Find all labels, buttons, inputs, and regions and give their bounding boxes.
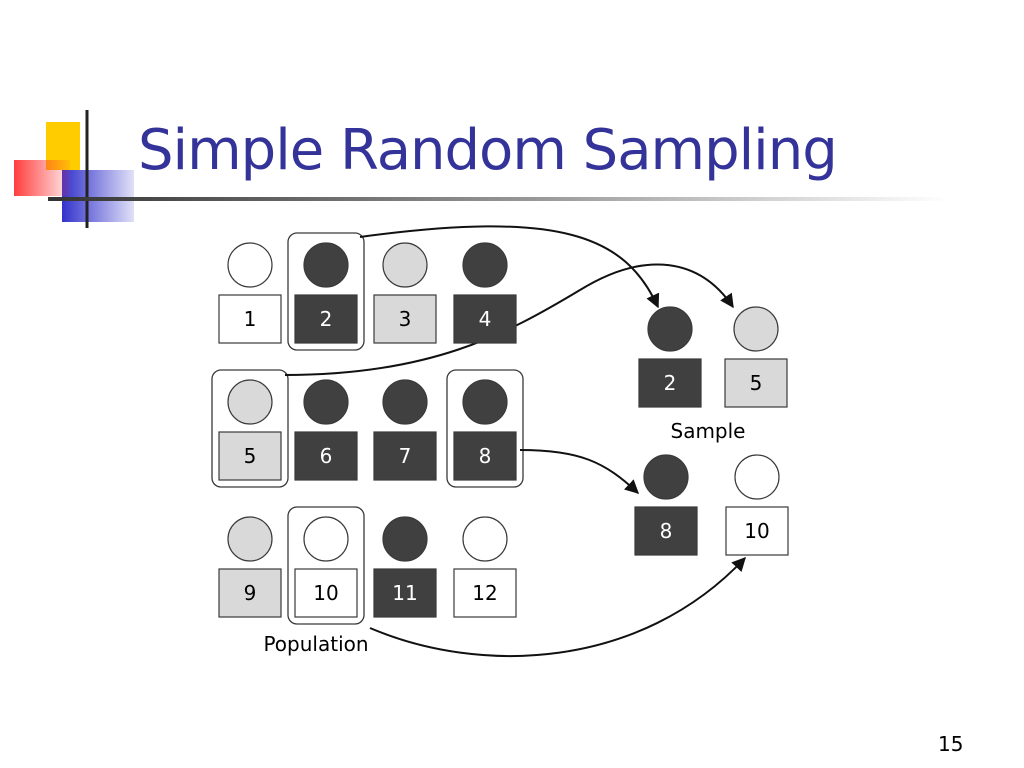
arrow-5-to-sample bbox=[284, 263, 734, 376]
person-number: 1 bbox=[244, 307, 257, 331]
selection-frames bbox=[211, 232, 524, 625]
sample-item-5: 5 bbox=[724, 306, 788, 408]
person-head bbox=[647, 306, 693, 352]
sample-group: 2 5 8 10 bbox=[634, 306, 789, 556]
person-box bbox=[294, 431, 358, 481]
population-item-2: 2 bbox=[294, 242, 358, 344]
person-number: 12 bbox=[472, 581, 497, 605]
person-head bbox=[303, 242, 349, 288]
title-decoration bbox=[14, 110, 948, 228]
arrow-2-to-sample bbox=[359, 225, 660, 309]
person-head bbox=[462, 242, 508, 288]
person-box bbox=[373, 568, 437, 618]
person-box bbox=[638, 358, 702, 408]
person-number: 9 bbox=[244, 581, 257, 605]
person-box bbox=[294, 294, 358, 344]
person-number: 2 bbox=[320, 307, 333, 331]
population-item-1: 1 bbox=[218, 242, 282, 344]
title-underline bbox=[48, 197, 948, 201]
person-number: 10 bbox=[744, 519, 769, 543]
person-head bbox=[227, 516, 273, 562]
population-item-3: 3 bbox=[373, 242, 437, 344]
population-item-10: 10 bbox=[294, 516, 358, 618]
selected-frame bbox=[211, 369, 289, 488]
sample-item-10: 10 bbox=[725, 454, 789, 556]
slide-title: Simple Random Sampling bbox=[138, 118, 838, 183]
person-number: 2 bbox=[664, 371, 677, 395]
population-item-9: 9 bbox=[218, 516, 282, 618]
selected-frame bbox=[446, 369, 524, 488]
arrow-8-to-sample bbox=[519, 449, 640, 494]
person-number: 3 bbox=[399, 307, 412, 331]
population-item-12: 12 bbox=[453, 516, 517, 618]
person-box bbox=[725, 506, 789, 556]
person-number: 8 bbox=[660, 519, 673, 543]
person-number: 5 bbox=[750, 371, 763, 395]
person-box bbox=[373, 294, 437, 344]
person-box bbox=[218, 568, 282, 618]
person-box bbox=[634, 506, 698, 556]
person-head bbox=[733, 306, 779, 352]
person-box bbox=[218, 431, 282, 481]
population-item-5: 5 bbox=[218, 379, 282, 481]
person-head bbox=[462, 379, 508, 425]
population-item-4: 4 bbox=[453, 242, 517, 344]
sample-item-8: 8 bbox=[634, 454, 698, 556]
person-box bbox=[453, 431, 517, 481]
person-box bbox=[724, 358, 788, 408]
population-label: Population bbox=[263, 632, 368, 656]
person-number: 10 bbox=[313, 581, 338, 605]
person-head bbox=[462, 516, 508, 562]
person-head bbox=[643, 454, 689, 500]
person-number: 7 bbox=[399, 444, 412, 468]
person-head bbox=[382, 516, 428, 562]
deco-red-square bbox=[14, 160, 70, 196]
person-head bbox=[303, 379, 349, 425]
population-item-8: 8 bbox=[453, 379, 517, 481]
person-box bbox=[453, 294, 517, 344]
person-head bbox=[303, 516, 349, 562]
deco-blue-square bbox=[62, 170, 134, 222]
page-number: 15 bbox=[938, 732, 964, 756]
population-item-6: 6 bbox=[294, 379, 358, 481]
sample-label: Sample bbox=[671, 419, 746, 443]
person-box bbox=[218, 294, 282, 344]
person-head bbox=[382, 379, 428, 425]
person-head bbox=[734, 454, 780, 500]
person-number: 8 bbox=[479, 444, 492, 468]
person-number: 4 bbox=[479, 307, 492, 331]
person-number: 6 bbox=[320, 444, 333, 468]
arrow-10-to-sample bbox=[369, 556, 746, 658]
selected-frame bbox=[287, 506, 365, 625]
sample-item-2: 2 bbox=[638, 306, 702, 408]
person-number: 11 bbox=[392, 581, 417, 605]
population-item-7: 7 bbox=[373, 379, 437, 481]
person-head bbox=[382, 242, 428, 288]
person-box bbox=[373, 431, 437, 481]
person-head bbox=[227, 242, 273, 288]
selected-frame bbox=[287, 232, 365, 351]
person-box bbox=[453, 568, 517, 618]
person-head bbox=[227, 379, 273, 425]
person-box bbox=[294, 568, 358, 618]
person-number: 5 bbox=[244, 444, 257, 468]
sampling-arrows bbox=[284, 225, 746, 658]
population-item-11: 11 bbox=[373, 516, 437, 618]
